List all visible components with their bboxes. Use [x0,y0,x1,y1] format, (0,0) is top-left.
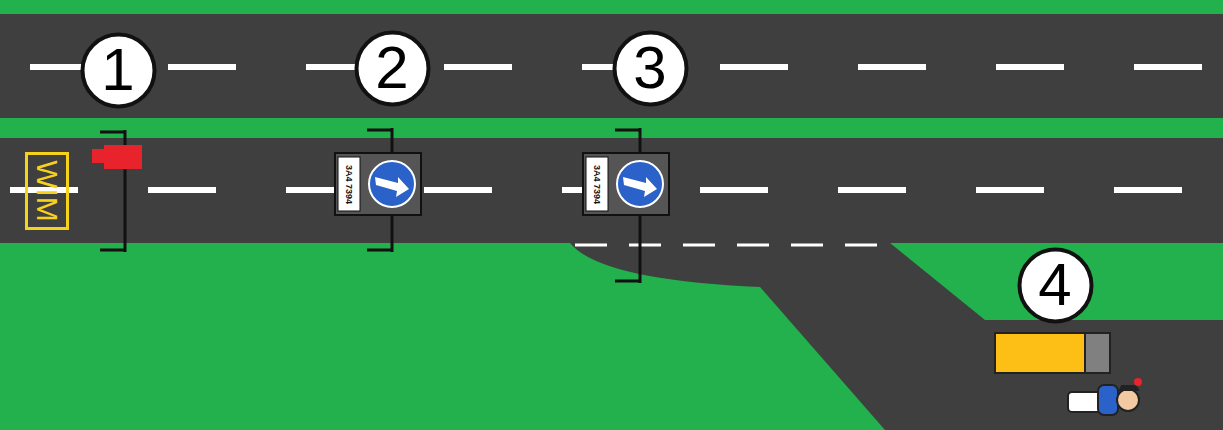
lane-marking [0,64,1223,70]
wim-sensor: WIM [25,152,69,230]
callout-text: 2 [375,38,408,98]
callout-text: 1 [101,40,134,100]
road-lower [0,138,1223,243]
callout-text: 4 [1038,255,1071,315]
road-upper [0,14,1223,118]
callout-number: 2 [354,30,431,107]
sensor-label: WIM [32,160,62,222]
police-officer [1068,378,1142,415]
callout-number: 1 [80,32,157,109]
callout-number: 3 [612,30,689,107]
callout-number: 4 [1017,247,1094,324]
sign [335,153,421,215]
plate-text: 3A4 7394 [592,164,601,203]
exit-ramp [570,243,1223,430]
callout-text: 3 [633,38,666,98]
gantry [100,128,640,283]
ramp-marking [575,244,890,247]
truck [995,333,1110,373]
sign [583,153,669,215]
camera [92,145,142,169]
plate-text: 3A4 7394 [344,164,353,203]
